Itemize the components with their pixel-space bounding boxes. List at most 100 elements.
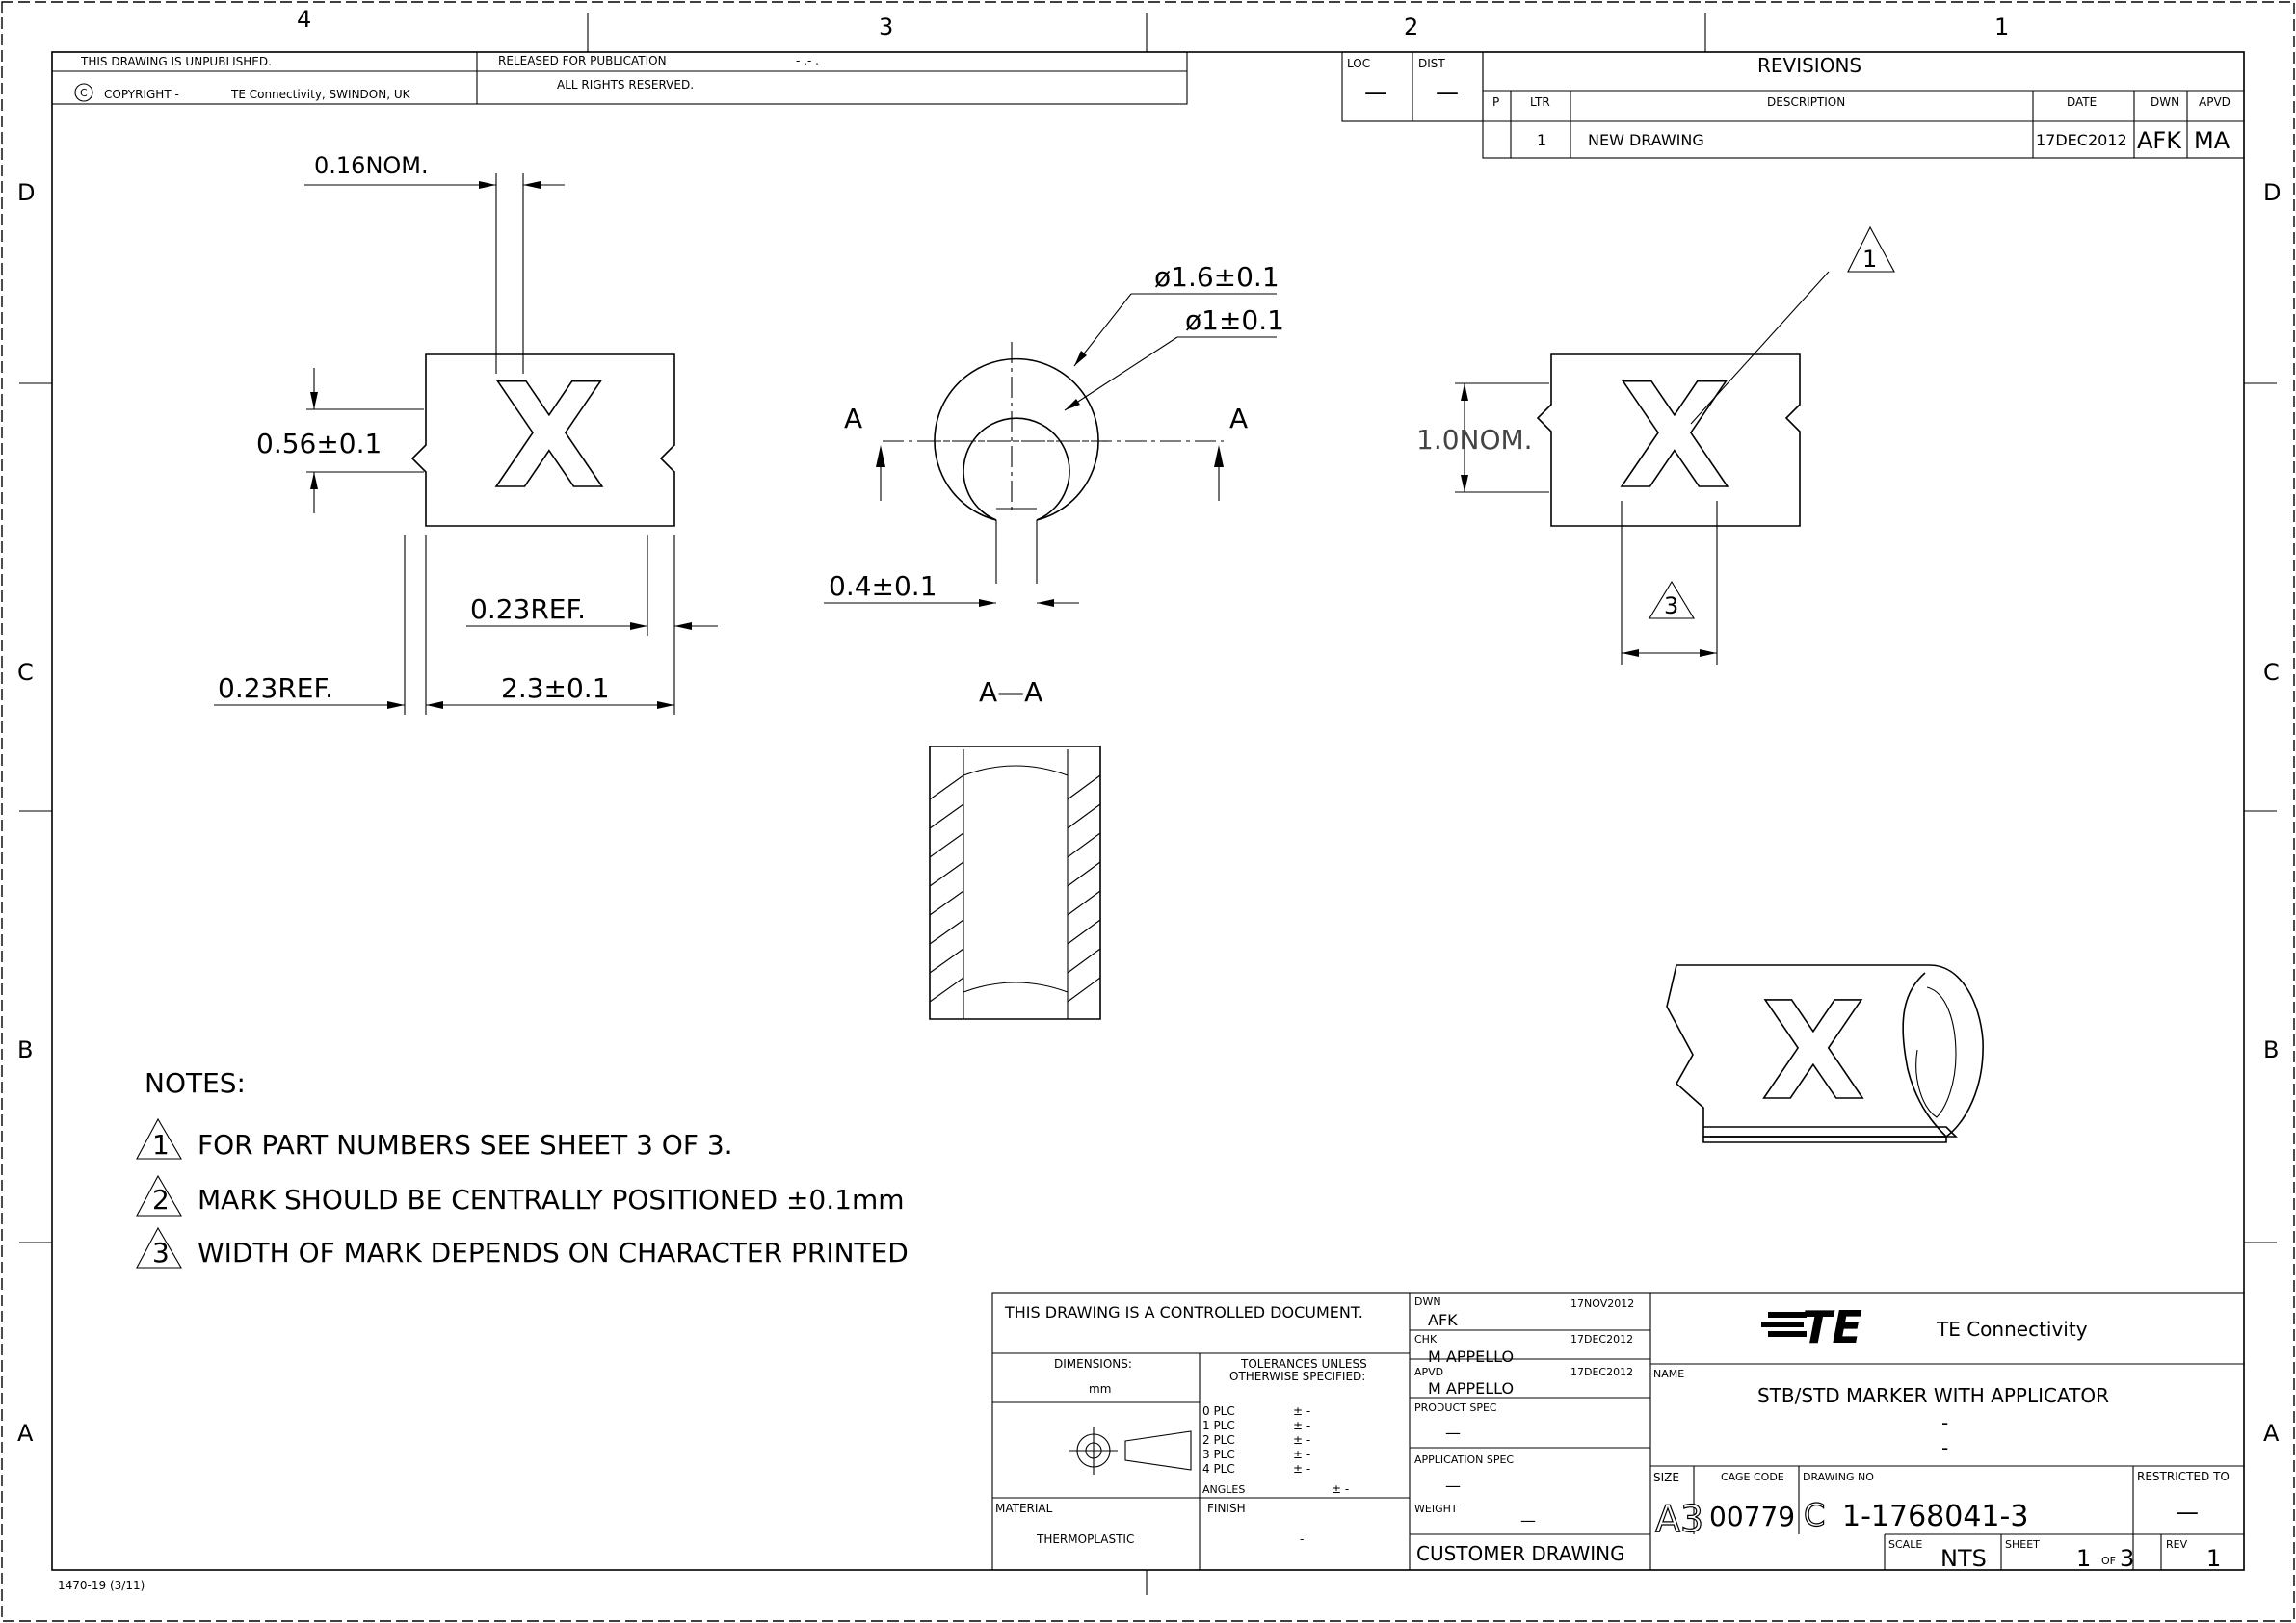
rev-header-apvd: APVD [2199, 95, 2230, 109]
dim-height-nom: 1.0NOM. [1416, 424, 1533, 456]
callout-1-label: 1 [1862, 246, 1877, 273]
zone-row-b-left: B [17, 1036, 33, 1063]
zone-row-d-right: D [2263, 179, 2281, 206]
tol-row-1-label: 1 PLC [1202, 1419, 1235, 1432]
zone-col-3: 3 [879, 13, 893, 40]
material-value: THERMOPLASTIC [1036, 1532, 1134, 1546]
chk-name: M APPELLO [1428, 1348, 1514, 1366]
size-label: SIZE [1653, 1471, 1679, 1484]
released-date: - .- . [796, 54, 819, 67]
restricted-value: — [2176, 1499, 2199, 1526]
zone-col-2: 2 [1404, 13, 1418, 40]
inner-border [51, 51, 2245, 1571]
dim-inner-dia: ø1±0.1 [1185, 304, 1284, 336]
rev-cell-dwn: AFK [2137, 127, 2182, 154]
sheet-of: OF [2101, 1555, 2116, 1567]
section-label-left: A [844, 403, 862, 434]
dwn-date: 17NOV2012 [1570, 1297, 1634, 1310]
scale-label: SCALE [1888, 1538, 1922, 1551]
mark-character-iso: X [1761, 974, 1865, 1131]
loc-dist-block: LOC — DIST — [1341, 51, 1484, 122]
isometric-view: X [1666, 964, 1984, 1143]
weight-value: — [1520, 1511, 1536, 1530]
zone-row-c-left: C [17, 659, 34, 686]
tolerances-line-1: TOLERANCES UNLESS [1240, 1357, 1367, 1371]
apvd-label: APVD [1414, 1366, 1443, 1378]
apvd-name: M APPELLO [1428, 1379, 1514, 1398]
drawing-no-label: DRAWING NO [1803, 1471, 1874, 1483]
copyright-icon [74, 83, 93, 102]
dim-height-tol: 0.56±0.1 [256, 428, 382, 459]
mark-character-front: X [493, 353, 605, 521]
sheet-value: 1 [2076, 1545, 2091, 1572]
tol-row-0-label: 0 PLC [1202, 1404, 1235, 1418]
zone-dividers [19, 13, 2277, 1595]
angles-value: ± - [1332, 1482, 1349, 1496]
rev-value: 1 [2206, 1545, 2221, 1572]
front-view: X 0.16NOM. 0.56±0.1 0.23REF. [214, 152, 718, 715]
zone-row-b-right: B [2263, 1036, 2279, 1063]
dimensions-label: DIMENSIONS: [1054, 1357, 1132, 1371]
controlled-document: THIS DRAWING IS A CONTROLLED DOCUMENT. [1004, 1303, 1363, 1322]
notes-block: NOTES: 1 FOR PART NUMBERS SEE SHEET 3 OF… [136, 1067, 909, 1269]
te-logo: TE [1761, 1301, 1862, 1353]
zone-row-c-right: C [2263, 659, 2280, 686]
callout-3-label: 3 [1664, 592, 1678, 619]
rev-header-ltr: LTR [1530, 95, 1550, 109]
notes-title: NOTES: [145, 1067, 246, 1099]
logo-text: TE [1802, 1301, 1862, 1353]
rev-header-date: DATE [2067, 95, 2097, 109]
header-block: THIS DRAWING IS UNPUBLISHED. RELEASED FO… [51, 51, 1188, 105]
dwn-name: AFK [1428, 1311, 1458, 1329]
zone-row-d-left: D [17, 179, 35, 206]
company-name: TE Connectivity [1936, 1318, 2088, 1341]
end-view: A A ø1.6±0.1 ø1±0.1 0.4±0.1 [824, 261, 1284, 607]
title-block: THIS DRAWING IS A CONTROLLED DOCUMENT. D… [991, 1292, 2245, 1572]
apvd-date: 17DEC2012 [1570, 1366, 1633, 1378]
part-name-line-3: - [1941, 1436, 1948, 1459]
zone-col-1: 1 [1994, 13, 2009, 40]
right-view: X 1.0NOM. 3 1 [1416, 225, 1895, 665]
form-number: 1470-19 (3/11) [58, 1579, 145, 1592]
size-value: A3 [1655, 1498, 1703, 1540]
note-1-text: FOR PART NUMBERS SEE SHEET 3 OF 3. [198, 1129, 733, 1161]
section-label-right: A [1229, 403, 1248, 434]
revisions-table: REVISIONS P LTR DESCRIPTION DATE DWN APV… [1482, 51, 2245, 159]
copyright-symbol: C [80, 87, 88, 99]
weight-label: WEIGHT [1414, 1503, 1458, 1515]
zone-row-a-right: A [2263, 1420, 2280, 1447]
rev-cell-date: 17DEC2012 [2036, 131, 2127, 149]
loc-value: — [1364, 79, 1387, 106]
tolerances-line-2: OTHERWISE SPECIFIED: [1229, 1370, 1365, 1383]
zone-row-a-left: A [17, 1420, 34, 1447]
note-3-number: 3 [152, 1237, 170, 1269]
rev-cell-ltr: 1 [1537, 131, 1546, 149]
section-a-a: A—A [929, 676, 1101, 1020]
note-2-number: 2 [152, 1184, 170, 1216]
dim-outer-dia: ø1.6±0.1 [1154, 261, 1280, 293]
cage-code-value: 00779 [1709, 1501, 1795, 1532]
note-2-text: MARK SHOULD BE CENTRALLY POSITIONED ±0.1… [198, 1184, 905, 1216]
table-row: 1 NEW DRAWING 17DEC2012 AFK MA [1537, 127, 2230, 154]
rev-label: REV [2166, 1538, 2188, 1551]
copyright-label: COPYRIGHT - [104, 88, 179, 101]
product-spec-label: PRODUCT SPEC [1414, 1401, 1497, 1414]
chk-label: CHK [1414, 1333, 1438, 1346]
tol-row-0-value: ± - [1293, 1404, 1310, 1418]
released-text: RELEASED FOR PUBLICATION [498, 54, 667, 67]
restricted-label: RESTRICTED TO [2137, 1470, 2230, 1483]
finish-label: FINISH [1207, 1502, 1246, 1515]
rev-header-description: DESCRIPTION [1767, 95, 1845, 109]
tol-row-4-value: ± - [1293, 1462, 1310, 1476]
finish-value: - [1300, 1532, 1304, 1546]
dist-label: DIST [1418, 57, 1445, 70]
tol-row-3-value: ± - [1293, 1448, 1310, 1461]
revisions-title: REVISIONS [1757, 54, 1861, 77]
tol-row-1-value: ± - [1293, 1419, 1310, 1432]
dist-value: — [1436, 79, 1459, 106]
zone-col-4: 4 [297, 6, 311, 33]
material-label: MATERIAL [995, 1502, 1053, 1515]
rev-cell-apvd: MA [2194, 127, 2230, 154]
name-label: NAME [1653, 1368, 1684, 1380]
